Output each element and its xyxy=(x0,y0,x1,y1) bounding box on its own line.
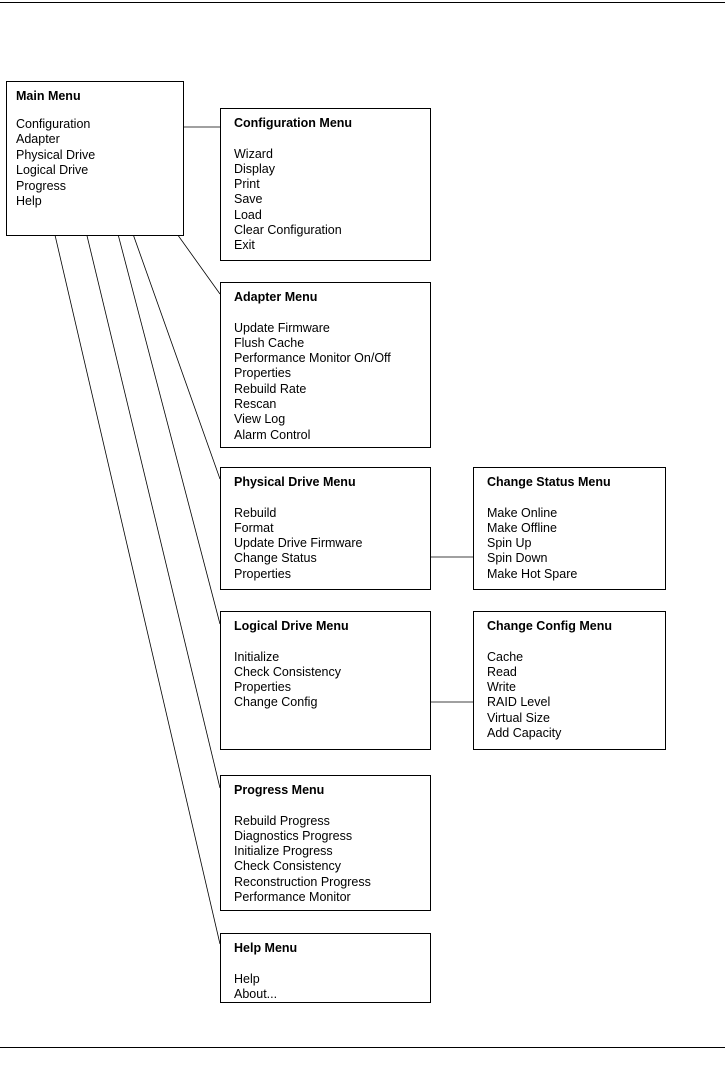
change-config-menu-item[interactable]: Add Capacity xyxy=(487,725,562,740)
adapter-menu-item[interactable]: View Log xyxy=(234,412,286,427)
physical-drive-menu-item[interactable]: Rebuild xyxy=(234,505,277,520)
top-rule xyxy=(0,2,725,3)
configuration-menu-item[interactable]: Load xyxy=(234,207,262,222)
logical-drive-menu-item[interactable]: Initialize xyxy=(234,649,280,664)
bottom-rule xyxy=(0,1047,725,1048)
help-menu-item[interactable]: Help xyxy=(234,971,260,986)
change-status-menu-item[interactable]: Make Online xyxy=(487,505,558,520)
adapter-menu-item[interactable]: Rescan xyxy=(234,396,277,411)
main-menu-item-logical-drive[interactable]: Logical Drive xyxy=(16,163,89,178)
configuration-menu-item[interactable]: Exit xyxy=(234,238,255,253)
main-menu-item-physical-drive[interactable]: Physical Drive xyxy=(16,147,96,162)
main-menu-title: Main Menu xyxy=(16,89,81,103)
logical-drive-menu-title: Logical Drive Menu xyxy=(234,619,349,633)
configuration-menu-item[interactable]: Wizard xyxy=(234,146,273,161)
progress-menu-item[interactable]: Performance Monitor xyxy=(234,889,351,904)
connector-progress xyxy=(75,189,221,789)
progress-menu-item[interactable]: Check Consistency xyxy=(234,859,341,874)
connector-help xyxy=(47,204,221,945)
logical-drive-menu-item[interactable]: Check Consistency xyxy=(234,664,341,679)
change-config-menu-box: Change Config Menu Cache Read Write RAID… xyxy=(473,611,666,750)
main-menu-box: Main Menu Configuration Adapter Physical… xyxy=(6,81,184,236)
change-status-menu-title: Change Status Menu xyxy=(487,475,611,489)
physical-drive-menu-item[interactable]: Format xyxy=(234,520,274,535)
configuration-menu-box: Configuration Menu Wizard Display Print … xyxy=(220,108,431,261)
logical-drive-menu-box: Logical Drive Menu Initialize Check Cons… xyxy=(220,611,431,750)
change-status-menu-item[interactable]: Make Offline xyxy=(487,520,557,535)
change-config-menu-title: Change Config Menu xyxy=(487,619,612,633)
adapter-menu-item[interactable]: Update Firmware xyxy=(234,320,330,335)
physical-drive-menu-title: Physical Drive Menu xyxy=(234,475,356,489)
change-status-menu-box: Change Status Menu Make Online Make Offl… xyxy=(473,467,666,590)
adapter-menu-title: Adapter Menu xyxy=(234,290,318,304)
physical-drive-menu-item[interactable]: Properties xyxy=(234,566,291,581)
progress-menu-title: Progress Menu xyxy=(234,783,325,797)
connector-logical-drive xyxy=(101,172,221,625)
logical-drive-menu-item-change-config[interactable]: Change Config xyxy=(234,695,318,710)
configuration-menu-item[interactable]: Save xyxy=(234,192,263,207)
change-config-menu-item[interactable]: Virtual Size xyxy=(487,710,550,725)
configuration-menu-item[interactable]: Clear Configuration xyxy=(234,222,342,237)
help-menu-item[interactable]: About... xyxy=(234,986,278,1001)
progress-menu-item[interactable]: Diagnostics Progress xyxy=(234,828,353,843)
adapter-menu-item[interactable]: Alarm Control xyxy=(234,427,311,442)
adapter-menu-item[interactable]: Rebuild Rate xyxy=(234,381,307,396)
main-menu-item-adapter[interactable]: Adapter xyxy=(16,132,60,147)
physical-drive-menu-item[interactable]: Update Drive Firmware xyxy=(234,536,363,551)
adapter-menu-box: Adapter Menu Update Firmware Flush Cache… xyxy=(220,282,431,448)
progress-menu-item[interactable]: Reconstruction Progress xyxy=(234,874,371,889)
configuration-menu-item[interactable]: Print xyxy=(234,177,260,192)
progress-menu-item[interactable]: Rebuild Progress xyxy=(234,813,330,828)
main-menu-item-configuration[interactable]: Configuration xyxy=(16,117,91,131)
progress-menu-box: Progress Menu Rebuild Progress Diagnosti… xyxy=(220,775,431,911)
change-config-menu-item[interactable]: Read xyxy=(487,664,517,679)
change-status-menu-item[interactable]: Make Hot Spare xyxy=(487,566,578,581)
adapter-menu-item[interactable]: Flush Cache xyxy=(234,335,305,350)
logical-drive-menu-item[interactable]: Properties xyxy=(234,680,291,695)
adapter-menu-item[interactable]: Properties xyxy=(234,366,291,381)
progress-menu-item[interactable]: Initialize Progress xyxy=(234,844,333,859)
change-status-menu-item[interactable]: Spin Up xyxy=(487,536,532,551)
main-menu-item-help[interactable]: Help xyxy=(16,193,42,208)
help-menu-title: Help Menu xyxy=(234,941,298,955)
main-menu-item-progress[interactable]: Progress xyxy=(16,178,67,193)
change-config-menu-item[interactable]: Write xyxy=(487,680,516,695)
change-status-menu-item[interactable]: Spin Down xyxy=(487,551,548,566)
physical-drive-menu-item-change-status[interactable]: Change Status xyxy=(234,551,317,566)
configuration-menu-item[interactable]: Display xyxy=(234,161,275,176)
configuration-menu-title: Configuration Menu xyxy=(234,116,353,130)
physical-drive-menu-box: Physical Drive Menu Rebuild Format Updat… xyxy=(220,467,431,590)
adapter-menu-item[interactable]: Performance Monitor On/Off xyxy=(234,351,391,366)
change-config-menu-item[interactable]: RAID Level xyxy=(487,695,551,710)
change-config-menu-item[interactable]: Cache xyxy=(487,649,524,664)
help-menu-box: Help Menu Help About... xyxy=(220,933,431,1003)
